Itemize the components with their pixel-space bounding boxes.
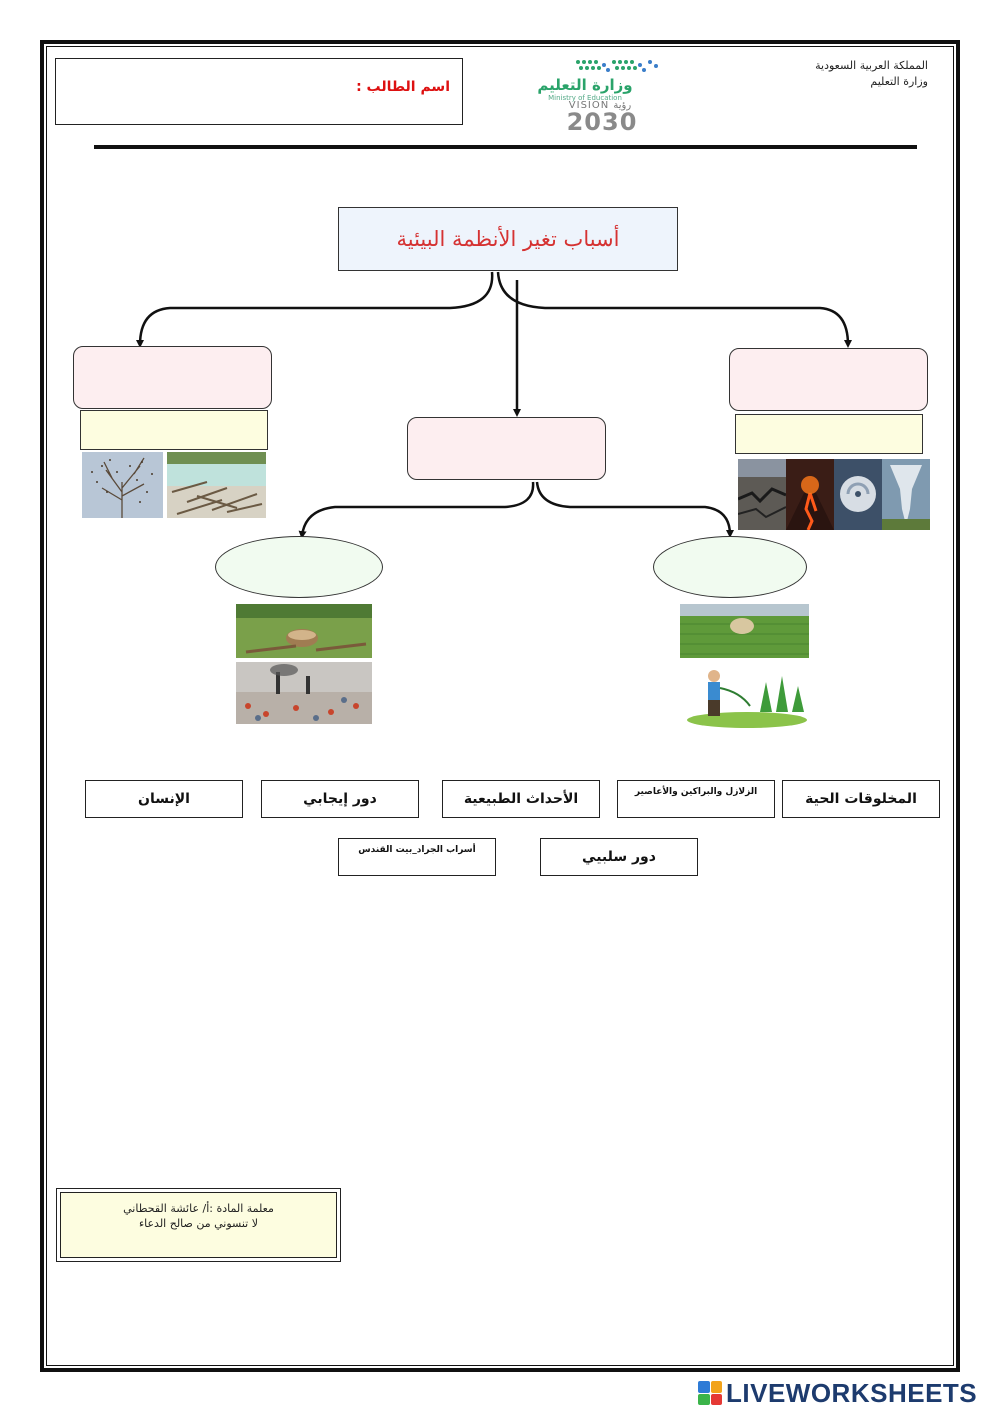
earthquake-image bbox=[738, 459, 786, 530]
teacher-message: لا تنسوني من صالح الدعاء bbox=[138, 1217, 259, 1230]
liveworksheets-mark-icon bbox=[698, 1381, 722, 1405]
word-card-text: دور إيجابي bbox=[303, 791, 377, 807]
answer-box-right-category[interactable] bbox=[729, 348, 928, 411]
word-card-text: دور سلبيي bbox=[582, 849, 656, 865]
answer-box-center-category[interactable] bbox=[407, 417, 606, 480]
planting-image bbox=[680, 662, 814, 730]
word-card-human[interactable]: الإنسان bbox=[85, 780, 243, 818]
word-card-living-organisms[interactable]: المخلوقات الحية bbox=[782, 780, 940, 818]
word-card-text: الأحداث الطبيعية bbox=[463, 791, 579, 807]
locust-swarm-image bbox=[82, 452, 163, 518]
kingdom-name: المملكة العربية السعودية bbox=[815, 59, 928, 72]
deforestation-image bbox=[236, 604, 372, 658]
answer-box-right-example[interactable] bbox=[735, 414, 923, 454]
word-card-negative-role[interactable]: دور سلبيي bbox=[540, 838, 698, 876]
word-card-text: الزلازل والبراكين والأعاصير bbox=[634, 787, 758, 797]
answer-oval-right[interactable] bbox=[653, 536, 807, 598]
page-border-inner bbox=[46, 46, 954, 1366]
liveworksheets-logo: LIVEWORKSHEETS bbox=[698, 1378, 977, 1408]
answer-box-left-example[interactable] bbox=[80, 410, 268, 450]
word-card-positive-role[interactable]: دور إيجابي bbox=[261, 780, 419, 818]
logo-vision: VISION رؤية bbox=[568, 100, 632, 111]
page-border-outer bbox=[40, 40, 960, 1372]
logo-subtitle: Ministry of Education bbox=[548, 94, 622, 102]
teacher-note-box: معلمة المادة :أ/ عائشة القحطاني لا تنسون… bbox=[56, 1188, 341, 1262]
word-card-locust-beaver[interactable]: أسراب الجراد_بيت القندس bbox=[338, 838, 496, 876]
logo-title: وزارة التعليم bbox=[537, 76, 633, 94]
ministry-name: وزارة التعليم bbox=[870, 75, 928, 88]
liveworksheets-wordmark: LIVEWORKSHEETS bbox=[726, 1377, 978, 1408]
teacher-note: معلمة المادة :أ/ عائشة القحطاني لا تنسون… bbox=[60, 1192, 337, 1258]
word-card-earthquakes[interactable]: الزلازل والبراكين والأعاصير bbox=[617, 780, 775, 818]
student-name-box[interactable]: اسم الطالب : bbox=[55, 58, 463, 125]
word-card-text: المخلوقات الحية bbox=[805, 791, 917, 807]
logo-dots-icon bbox=[576, 60, 658, 72]
pollution-image bbox=[236, 662, 372, 724]
word-card-text: أسراب الجراد_بيت القندس bbox=[358, 845, 476, 855]
hurricane-image bbox=[834, 459, 882, 530]
word-card-text: الإنسان bbox=[138, 791, 190, 807]
diagram-title: أسباب تغير الأنظمة البيئية bbox=[396, 227, 620, 251]
header-divider bbox=[94, 145, 917, 149]
volcano-image bbox=[786, 459, 834, 530]
logo-year: 2030 bbox=[566, 108, 638, 136]
ministry-logo: وزارة التعليم Ministry of Education VISI… bbox=[530, 56, 670, 136]
teacher-name: معلمة المادة :أ/ عائشة القحطاني bbox=[123, 1202, 274, 1215]
answer-box-left-category[interactable] bbox=[73, 346, 272, 409]
tornado-image bbox=[882, 459, 930, 530]
answer-oval-left[interactable] bbox=[215, 536, 383, 598]
diagram-title-box: أسباب تغير الأنظمة البيئية bbox=[338, 207, 678, 271]
student-name-label: اسم الطالب : bbox=[356, 79, 450, 95]
government-header: المملكة العربية السعودية وزارة التعليم bbox=[815, 58, 928, 90]
beaver-dam-image bbox=[167, 452, 266, 518]
word-card-natural-events[interactable]: الأحداث الطبيعية bbox=[442, 780, 600, 818]
farming-image bbox=[680, 604, 809, 658]
